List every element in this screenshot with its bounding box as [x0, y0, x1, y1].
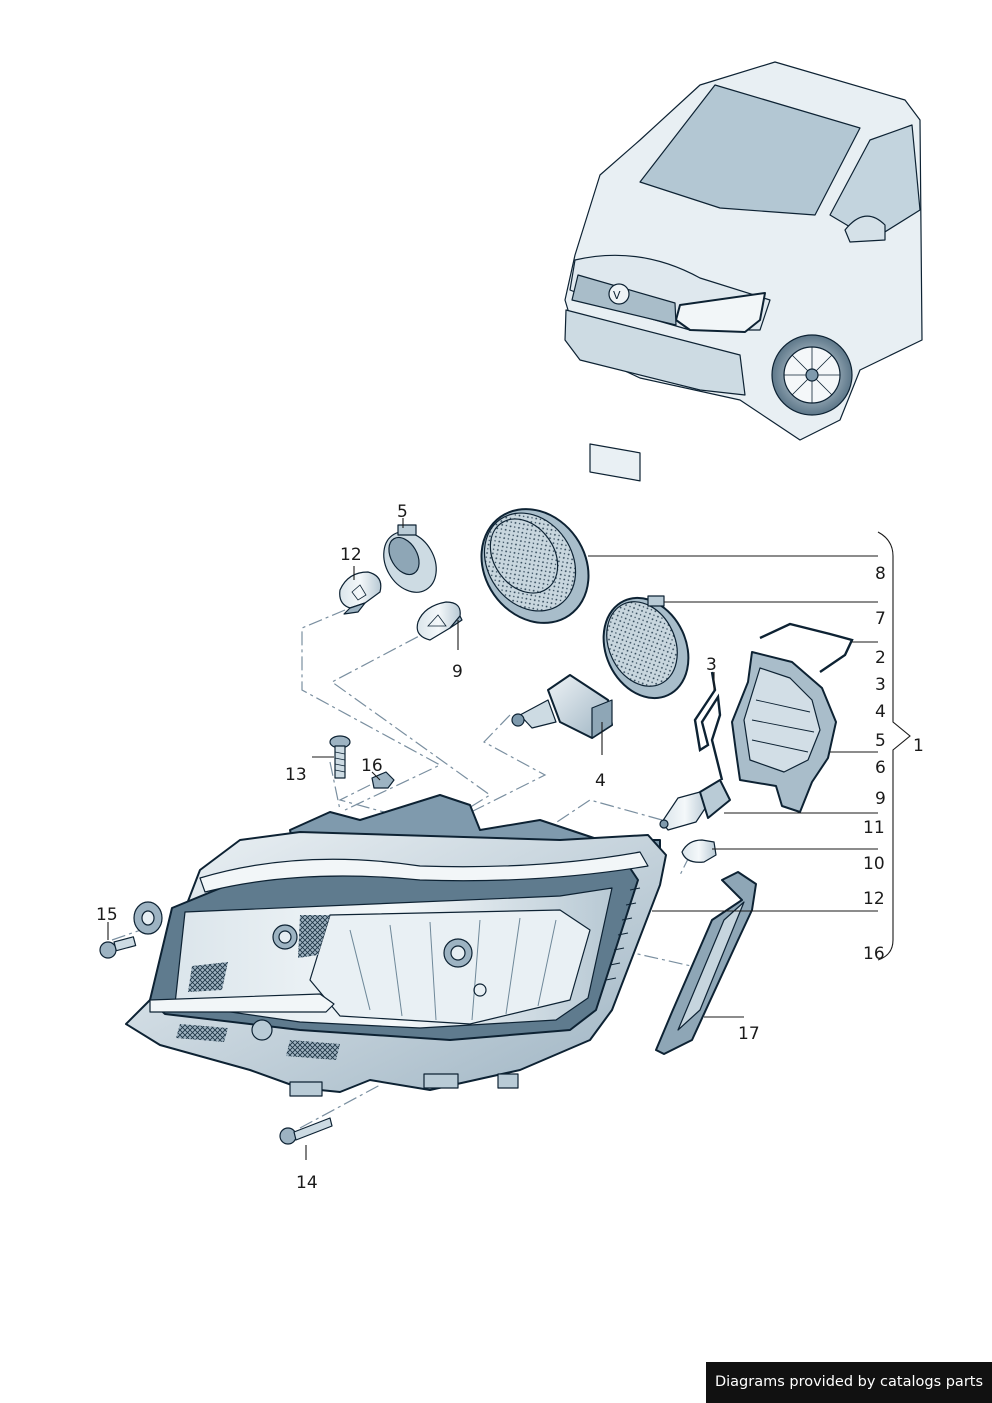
callout-4-actuator: 4 — [595, 771, 606, 791]
callout-right-5: 5 — [875, 731, 886, 751]
bulb-10 — [681, 839, 717, 863]
bulb-11 — [659, 779, 731, 831]
callout-right-6: 6 — [875, 758, 886, 778]
callout-14: 14 — [296, 1173, 318, 1193]
callout-right-10: 10 — [863, 854, 885, 874]
screw-13 — [329, 735, 351, 779]
socket-5 — [383, 524, 437, 593]
nut-16 — [371, 771, 395, 789]
callout-right-16: 16 — [863, 944, 885, 964]
callout-right-12: 12 — [863, 889, 885, 909]
credit-banner: Diagrams provided by catalogs parts — [706, 1362, 992, 1403]
callout-right-3: 3 — [875, 675, 886, 695]
callout-right-11: 11 — [863, 818, 885, 838]
callout-15: 15 — [96, 905, 118, 925]
bracket-2 — [759, 622, 854, 673]
bulb-9 — [416, 601, 463, 641]
callout-5-top: 5 — [397, 502, 408, 522]
callout-9-top: 9 — [452, 662, 463, 682]
cap-7 — [602, 595, 690, 700]
headlight-housing — [125, 794, 667, 1097]
clip-3 — [693, 671, 724, 781]
screw-14 — [279, 1117, 333, 1145]
callout-12-top: 12 — [340, 545, 362, 565]
credit-text: Diagrams provided by catalogs parts — [714, 1374, 984, 1390]
callout-right-4: 4 — [875, 702, 886, 722]
callout-16-nut: 16 — [361, 756, 383, 776]
callout-right-2: 2 — [875, 648, 886, 668]
callout-assembly-1: 1 — [913, 736, 924, 756]
callout-right-7: 7 — [875, 609, 886, 629]
trim-17 — [655, 871, 757, 1055]
callout-labels: 12 5 9 3 4 13 16 15 14 17 8 7 2 3 4 5 6 … — [96, 502, 924, 1193]
actuator-4 — [511, 674, 613, 739]
svg-text:V: V — [613, 289, 621, 302]
callout-13: 13 — [285, 765, 307, 785]
bulb-12 — [339, 571, 382, 615]
callout-17: 17 — [738, 1024, 760, 1044]
leader-lines — [107, 518, 911, 1160]
callout-right-9: 9 — [875, 789, 886, 809]
callout-3-top: 3 — [706, 655, 717, 675]
housing-cover-6 — [731, 651, 837, 813]
callout-right-8: 8 — [875, 564, 886, 584]
cap-8 — [480, 508, 590, 624]
vehicle-illustration: V — [564, 61, 923, 482]
screw-15 — [99, 936, 137, 959]
